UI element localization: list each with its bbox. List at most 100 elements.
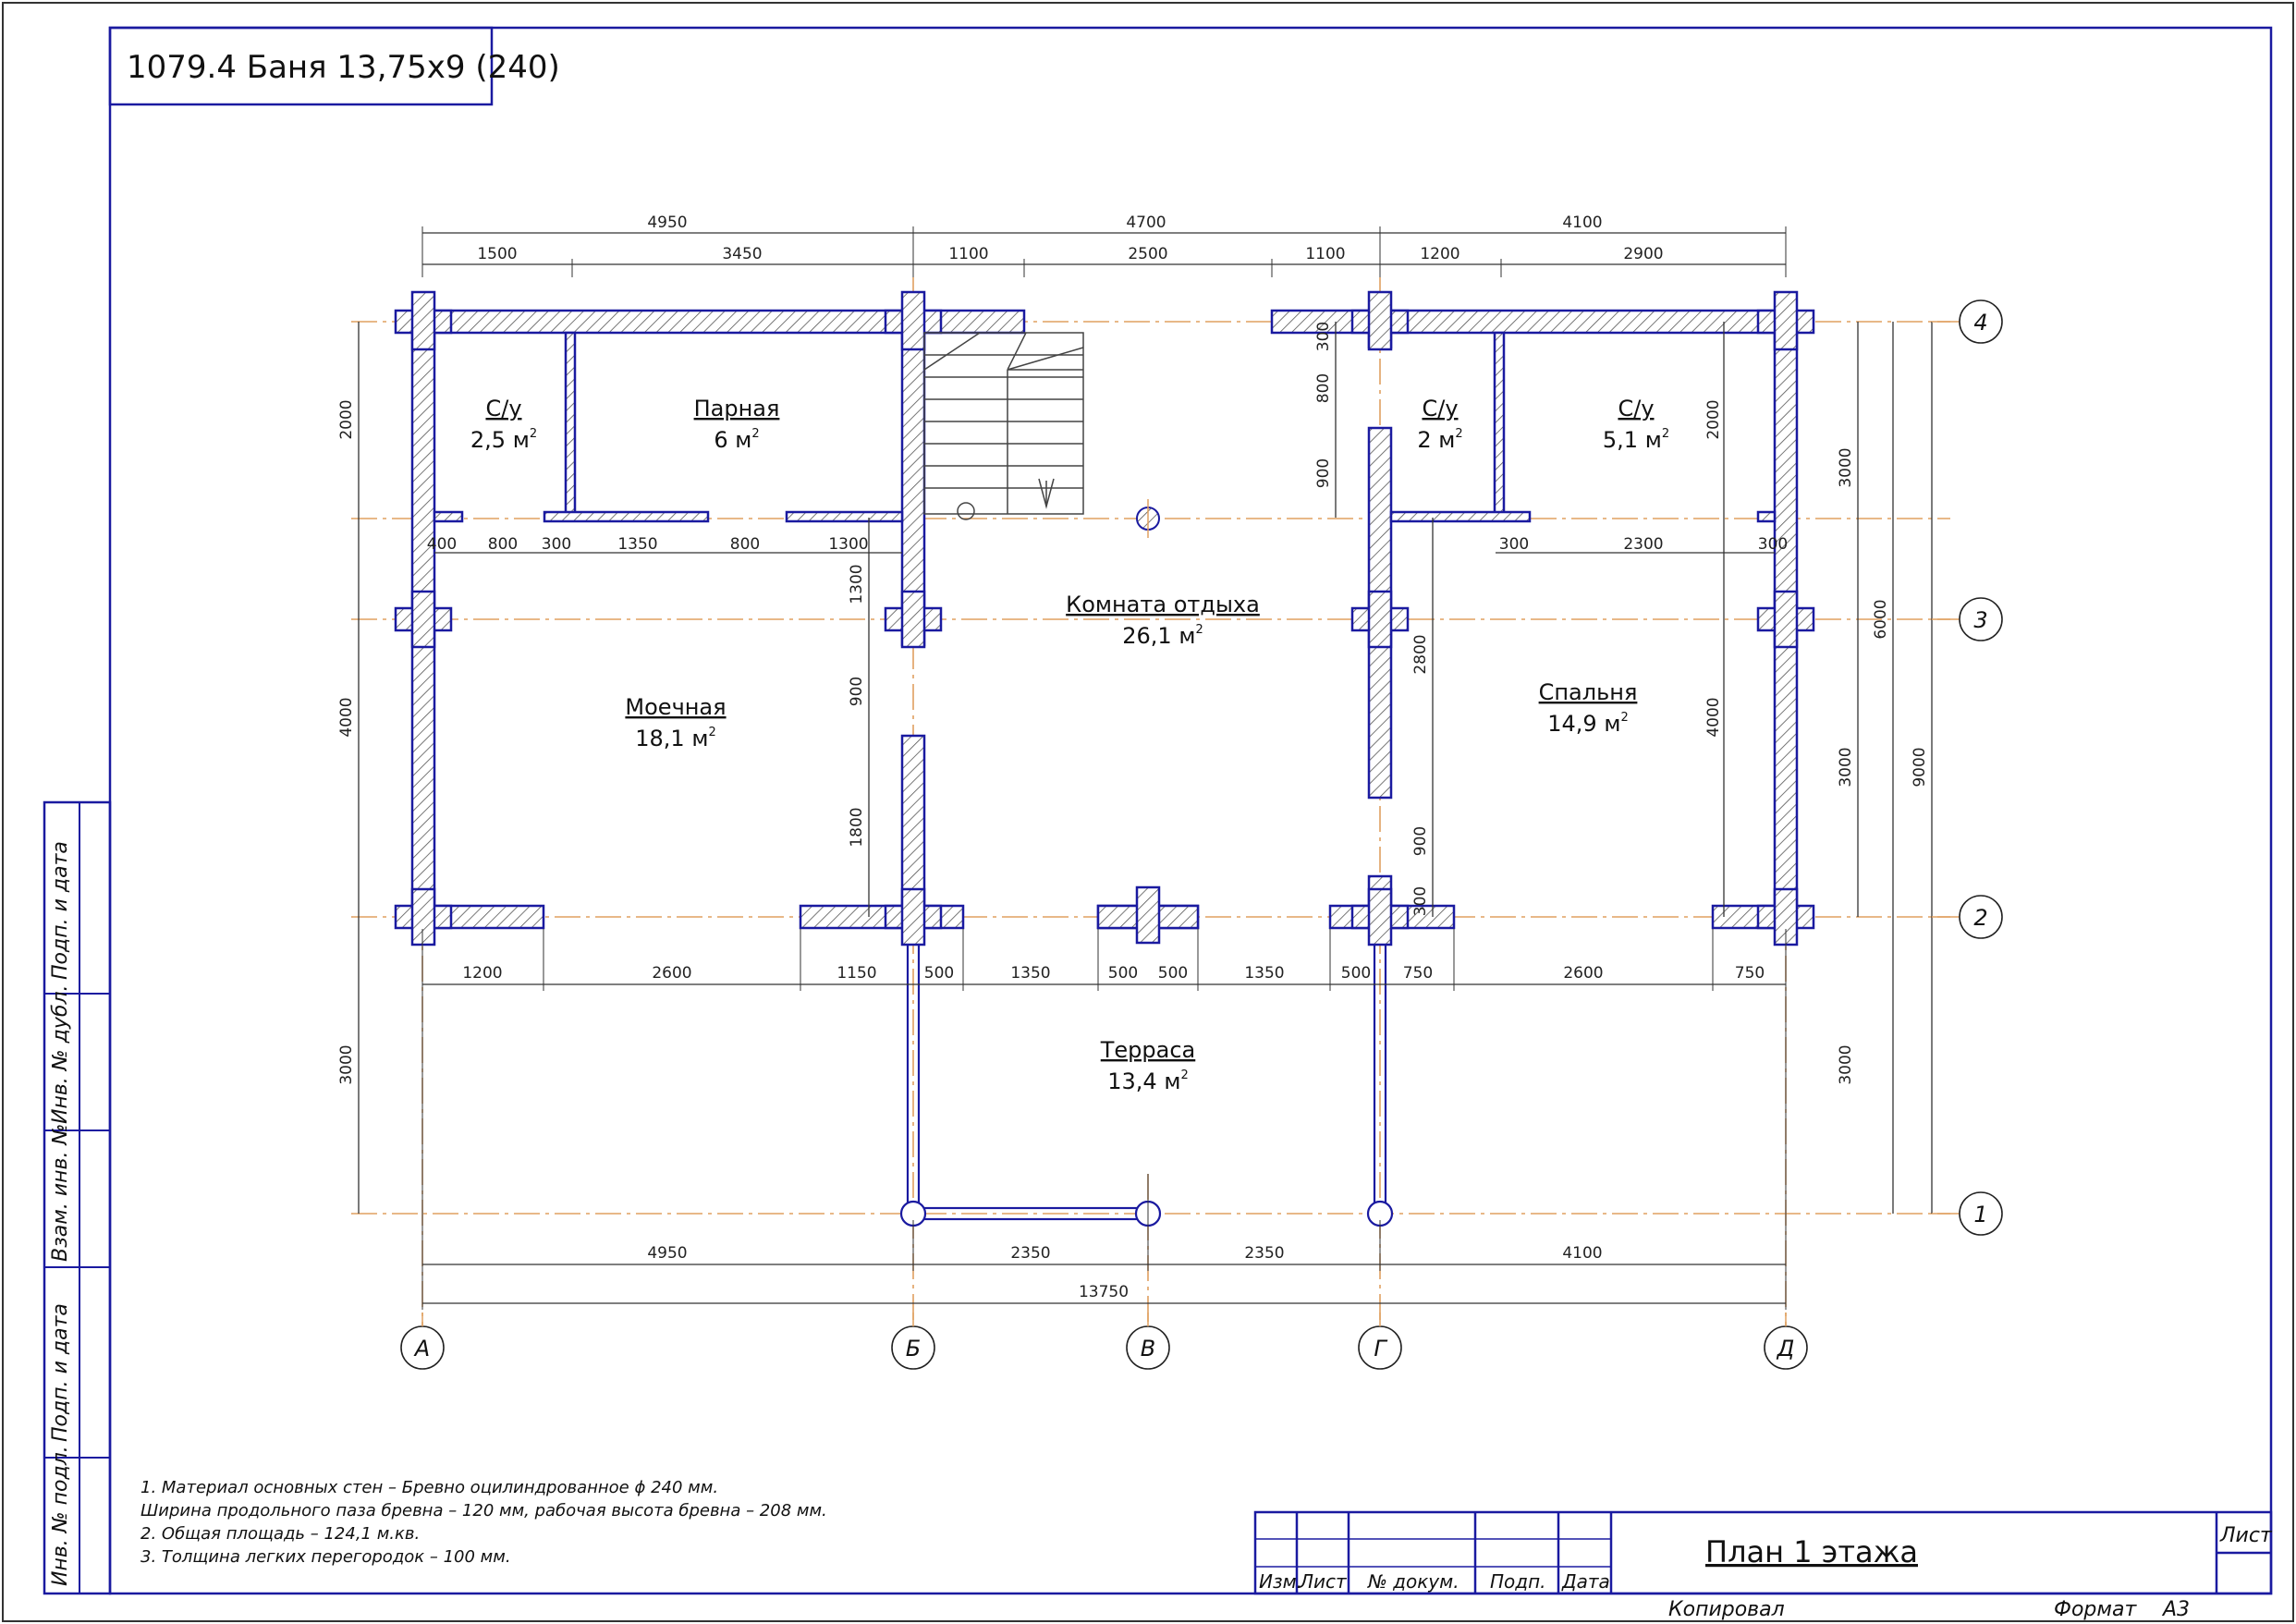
walls xyxy=(394,290,1815,946)
staircase xyxy=(923,332,1084,520)
dim-partition-left: 800 xyxy=(488,535,518,554)
room-label: С/у 2,5 м2 xyxy=(470,396,537,453)
stamp-label-5: Инв. № подл. xyxy=(49,1446,72,1586)
dim-stair-wall: 800 xyxy=(1314,373,1333,403)
dim-partition-right: 300 xyxy=(1499,535,1529,554)
dim-left-side: 2000 xyxy=(337,399,356,439)
dim-bottom: 2350 xyxy=(1010,1244,1050,1263)
dim-left-side: 3000 xyxy=(337,1044,356,1084)
dim-partition-right: 300 xyxy=(1758,535,1788,554)
dim-wall-row: 500 xyxy=(1108,964,1138,983)
room-name: С/у xyxy=(1422,396,1458,421)
tb-header-sign: Подп. xyxy=(1490,1570,1546,1593)
dim-partition-left: 400 xyxy=(427,535,457,554)
room-area: 2,5 м2 xyxy=(470,427,537,453)
dim-partition-right: 2300 xyxy=(1623,535,1663,554)
side-stamp: Подп. и дата Инв. № дубл. Взам. инв. № П… xyxy=(43,800,112,1595)
note-1: 1. Материал основных стен – Бревно оцили… xyxy=(140,1478,718,1497)
format-value: А3 xyxy=(2161,1598,2190,1621)
title-box: 1079.4 Баня 13,75x9 (240) xyxy=(108,26,560,106)
title-block-text: Изм. Лист № докум. Подп. Дата План 1 эта… xyxy=(1259,1524,2273,1621)
sheet-label: Лист xyxy=(2219,1524,2273,1547)
axis-number: 1 xyxy=(1973,1202,1987,1227)
dim-right-mid: 3000 xyxy=(1837,447,1855,487)
axis-number: 2 xyxy=(1973,905,1987,931)
room-name: С/у xyxy=(1618,396,1654,421)
axis-letter: Д xyxy=(1777,1336,1795,1361)
room-area: 5,1 м2 xyxy=(1603,427,1669,453)
dim-b-wall: 1300 xyxy=(848,564,866,604)
dim-wall-row: 2600 xyxy=(1563,964,1603,983)
dim-wall-row: 500 xyxy=(1341,964,1371,983)
dim-wall-row: 750 xyxy=(1735,964,1765,983)
axis-letter: В xyxy=(1141,1336,1155,1361)
stamp-label-4: Подп. и дата xyxy=(49,1303,72,1442)
dim-wall-row: 1350 xyxy=(1010,964,1050,983)
dim-wall-row: 1200 xyxy=(462,964,502,983)
dim-b-wall: 1800 xyxy=(848,807,866,847)
room-name: Терраса xyxy=(1100,1037,1196,1063)
dim-right-mid: 3000 xyxy=(1837,747,1855,787)
dim-g-wall: 2800 xyxy=(1411,634,1430,674)
dim-wall-row: 1150 xyxy=(837,964,876,983)
sheet-title: План 1 этажа xyxy=(1705,1534,1918,1569)
room-label: С/у 5,1 м2 xyxy=(1603,396,1669,453)
dim-wall-row: 750 xyxy=(1403,964,1433,983)
dimension-lines xyxy=(358,226,1933,1310)
tb-header-doc: № докум. xyxy=(1367,1570,1459,1593)
dim-right-mid: 3000 xyxy=(1837,1044,1855,1084)
dim-wall-row: 1350 xyxy=(1244,964,1284,983)
dim-wall-row: 500 xyxy=(924,964,954,983)
dim-wall-row: 2600 xyxy=(652,964,691,983)
room-name: Спальня xyxy=(1539,679,1638,705)
room-name: С/у xyxy=(485,396,521,421)
axis-bubble xyxy=(1959,1191,2003,1236)
dim-partition-left: 1300 xyxy=(828,535,868,554)
format-label: Формат xyxy=(2054,1598,2137,1621)
dim-top-inner: 2900 xyxy=(1623,245,1663,263)
room-name: Моечная xyxy=(625,694,726,720)
stove-icon xyxy=(1136,499,1160,538)
dim-right-inner: 2000 xyxy=(1704,399,1723,439)
axis-bubble xyxy=(1959,895,2003,939)
axis-bubble xyxy=(1959,597,2003,641)
axis-number: 3 xyxy=(1973,607,1987,633)
title-block xyxy=(1253,1510,2273,1595)
axis-bubble xyxy=(1959,299,2003,344)
copied-label: Копировал xyxy=(1668,1598,1785,1621)
notes: 1. Материал основных стен – Бревно оцили… xyxy=(140,1478,827,1567)
note-3: 2. Общая площадь – 124,1 м.кв. xyxy=(140,1524,420,1544)
room-area: 18,1 м2 xyxy=(635,726,715,751)
axis-letter: Б xyxy=(906,1336,921,1361)
dim-g-wall: 900 xyxy=(1411,826,1430,856)
dim-overall: 13750 xyxy=(1079,1283,1129,1301)
dim-bottom: 2350 xyxy=(1244,1244,1284,1263)
dim-top-inner: 2500 xyxy=(1128,245,1167,263)
room-area: 2 м2 xyxy=(1417,427,1462,453)
dim-bottom: 4100 xyxy=(1562,1244,1602,1263)
axis-letter: А xyxy=(413,1336,430,1361)
dim-top-inner: 1200 xyxy=(1420,245,1459,263)
dim-stair-wall: 900 xyxy=(1314,458,1333,488)
stamp-label-3: Взам. инв. № xyxy=(49,1124,72,1262)
dim-right-6000: 6000 xyxy=(1872,599,1890,639)
room-name: Парная xyxy=(694,396,780,421)
dim-partition-left: 300 xyxy=(542,535,571,554)
note-4: 3. Толщина легких перегородок – 100 мм. xyxy=(140,1547,511,1567)
dim-right-total: 9000 xyxy=(1911,747,1929,787)
dim-right-inner: 4000 xyxy=(1704,697,1723,737)
dim-bottom: 4950 xyxy=(647,1244,687,1263)
room-name: Комната отдыха xyxy=(1066,592,1260,617)
dim-wall-row: 500 xyxy=(1158,964,1188,983)
dim-top-outer: 4700 xyxy=(1126,214,1166,232)
dim-top-inner: 3450 xyxy=(722,245,762,263)
dim-top-inner: 1500 xyxy=(477,245,517,263)
stamp-label-1: Подп. и дата xyxy=(49,841,72,980)
